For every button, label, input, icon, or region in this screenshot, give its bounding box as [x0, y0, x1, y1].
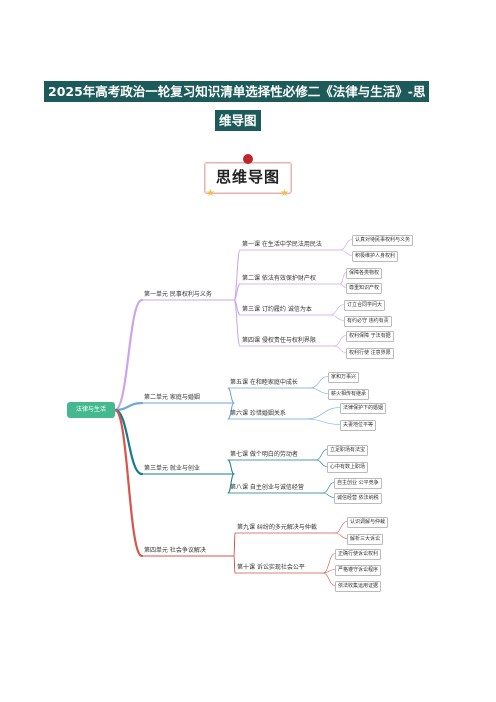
mind-map-badge: 思维导图 ★ ★ [198, 154, 298, 199]
leaf-node[interactable]: 依法收集运用证据 [335, 581, 382, 592]
leaf-node[interactable]: 心中有数上职场 [327, 462, 369, 473]
unit-node[interactable]: 第二单元 家庭与婚姻 [144, 394, 200, 401]
leaf-node[interactable]: 夫妻地位平等 [340, 420, 377, 431]
leaf-node[interactable]: 自主创业 公平竞争 [334, 478, 382, 489]
leaf-node[interactable]: 薪火相传有继承 [328, 389, 370, 400]
badge-title: 思维导图 [215, 168, 280, 186]
lesson-node[interactable]: 第十课 诉讼实现社会公平 [237, 564, 305, 571]
lesson-node[interactable]: 第五课 在和睦家庭中成长 [230, 379, 298, 386]
unit-node[interactable]: 第四单元 社会争议解决 [144, 547, 206, 554]
leaf-node[interactable]: 保障各类物权 [346, 268, 383, 279]
leaf-node[interactable]: 家和万事兴 [328, 372, 360, 383]
lesson-node[interactable]: 第六课 珍惜婚姻关系 [230, 410, 286, 417]
leaf-node[interactable]: 法律保护下的婚姻 [340, 403, 387, 414]
lesson-node[interactable]: 第九课 纠纷的多元解决与仲裁 [237, 524, 317, 531]
lesson-node[interactable]: 第三课 订约履约 诚信为本 [242, 306, 312, 313]
leaf-node[interactable]: 认真对待民事权利与义务 [352, 235, 414, 246]
lesson-node[interactable]: 第二课 依法有效保护财产权 [242, 275, 316, 282]
leaf-node[interactable]: 订立合同学问大 [344, 300, 386, 311]
pin-icon [243, 154, 253, 164]
star-icon: ★ [206, 188, 215, 199]
leaf-node[interactable]: 正确行使诉讼权利 [335, 549, 382, 560]
document-title-line-1: 2025年高考政治一轮复习知识清单选择性必修二《法律与生活》-思 [44, 81, 430, 102]
lesson-node[interactable]: 第四课 侵权责任与权利界限 [242, 337, 316, 344]
lesson-node[interactable]: 第八课 自主创业与诚信经营 [230, 484, 304, 491]
root-node[interactable]: 法律与生活 [67, 402, 115, 418]
leaf-node[interactable]: 诚信经营 依法纳税 [334, 493, 382, 504]
leaf-node[interactable]: 积极维护人身权利 [352, 251, 399, 262]
leaf-node[interactable]: 严格遵守诉讼程序 [335, 565, 382, 576]
leaf-node[interactable]: 权利保障 于法有据 [346, 331, 394, 342]
leaf-node[interactable]: 尊重知识产权 [346, 283, 383, 294]
leaf-node[interactable]: 认识调解与仲裁 [347, 517, 389, 528]
document-title-line-2: 维导图 [215, 110, 261, 131]
lesson-node[interactable]: 第一课 在生活中学民法用民法 [242, 241, 322, 248]
unit-node[interactable]: 第一单元 民事权利与义务 [144, 291, 212, 298]
lesson-node[interactable]: 第七课 做个明白的劳动者 [230, 451, 298, 458]
unit-node[interactable]: 第三单元 就业与创业 [144, 465, 200, 472]
leaf-node[interactable]: 有约必守 违约有责 [344, 316, 392, 327]
leaf-node[interactable]: 权利行使 注意界限 [346, 348, 394, 359]
leaf-node[interactable]: 立足职场有法宝 [327, 445, 369, 456]
leaf-node[interactable]: 解析三大诉讼 [347, 534, 384, 545]
star-icon: ★ [280, 188, 289, 199]
